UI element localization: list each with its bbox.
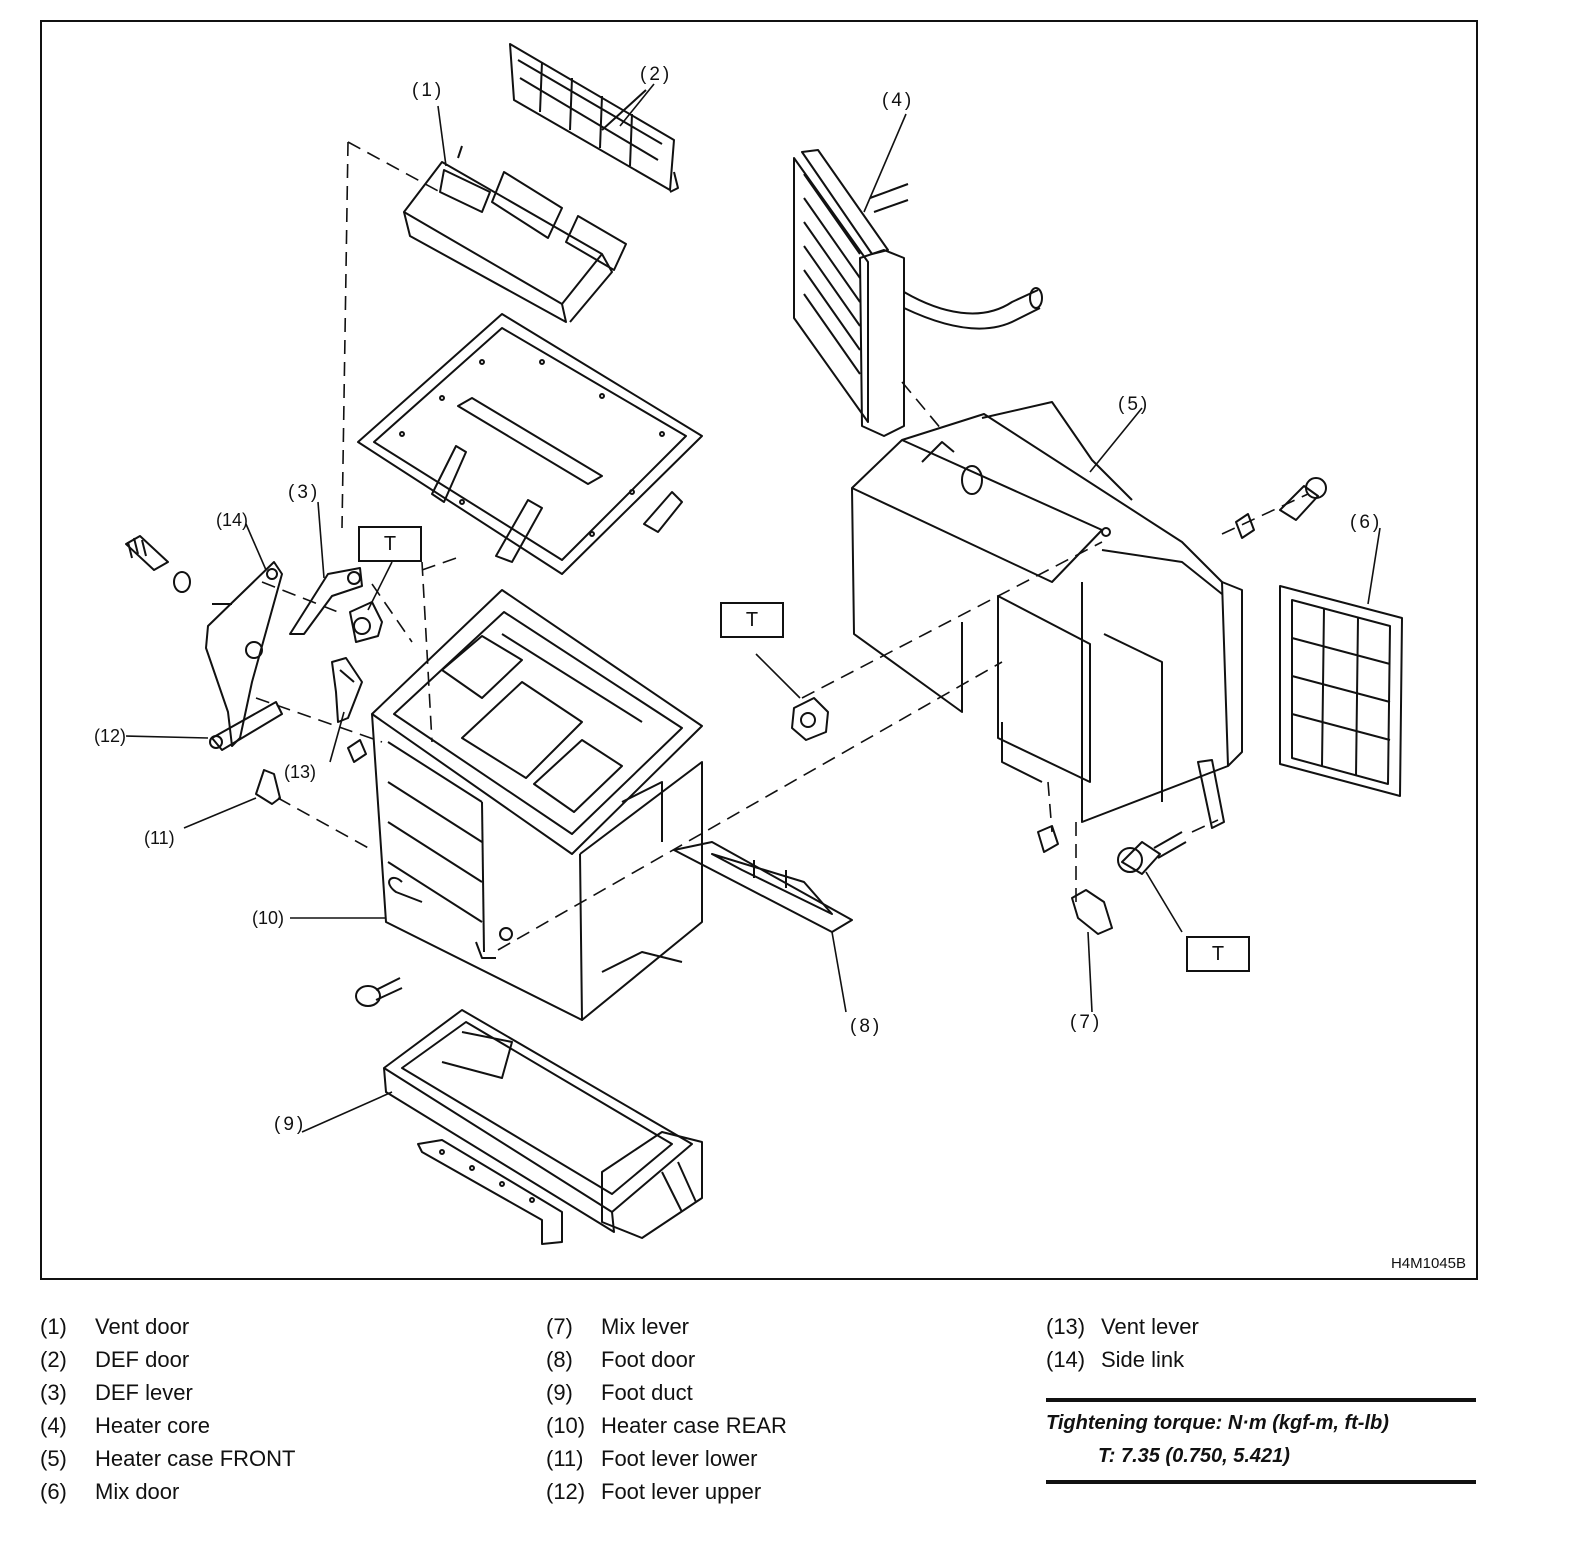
bolt-left bbox=[125, 535, 191, 593]
legend-label: Foot lever upper bbox=[601, 1478, 762, 1504]
legend-num: (14) bbox=[1046, 1346, 1086, 1372]
callout-14: (14) bbox=[216, 510, 249, 530]
legend-column-1: (1) Vent door (2) DEF door (3) DEF lever (4… bbox=[40, 1310, 296, 1508]
vent-lever-part bbox=[331, 657, 363, 723]
legend-column-3: (13) Vent lever (14) Side link bbox=[1046, 1310, 1199, 1376]
legend-num: (4) bbox=[40, 1412, 67, 1438]
heater-core-part bbox=[793, 149, 1043, 437]
legend-item: (4) Heater core bbox=[40, 1409, 296, 1442]
legend-label: Heater case REAR bbox=[601, 1412, 787, 1438]
callout-6: (6) bbox=[1350, 512, 1383, 533]
bolt-right-top bbox=[1235, 477, 1327, 539]
def-lever-part bbox=[289, 567, 363, 635]
side-link-part bbox=[205, 561, 283, 747]
foot-lever-upper-part bbox=[209, 701, 283, 751]
top-rule bbox=[1046, 1398, 1476, 1402]
bolt-right-lower bbox=[1117, 831, 1187, 875]
legend-label: Vent lever bbox=[1101, 1313, 1199, 1339]
legend-column-2: (7) Mix lever (8) Foot door (9) Foot duct (… bbox=[546, 1310, 787, 1508]
diagram-drawing bbox=[125, 43, 1403, 1245]
legend-label: DEF lever bbox=[95, 1379, 193, 1405]
legend-num: (7) bbox=[546, 1313, 573, 1339]
legend-item: (13) Vent lever bbox=[1046, 1310, 1199, 1343]
nut-part bbox=[349, 601, 383, 643]
bottom-rule bbox=[1046, 1480, 1476, 1484]
heater-case-front-part bbox=[851, 401, 1243, 823]
legend-num: (12) bbox=[546, 1478, 586, 1504]
callout-2: (2) bbox=[640, 64, 673, 85]
nut-middle-part bbox=[791, 697, 829, 741]
torque-value: T: 7.35 (0.750, 5.421) bbox=[1098, 1445, 1290, 1467]
legend-num: (8) bbox=[546, 1346, 573, 1372]
foot-duct-part bbox=[383, 1009, 703, 1245]
torque-mark-right: T bbox=[1186, 936, 1250, 972]
foot-door-part bbox=[673, 841, 853, 933]
mix-lever-part bbox=[1071, 889, 1113, 935]
legend-label: Vent door bbox=[95, 1313, 190, 1339]
legend-item: (12) Foot lever upper bbox=[546, 1475, 787, 1508]
mix-door-part bbox=[1279, 585, 1403, 797]
callout-3: (3) bbox=[288, 482, 321, 503]
legend-item: (11) Foot lever lower bbox=[546, 1442, 787, 1475]
callout-9: (9) bbox=[274, 1114, 307, 1135]
callout-5: (5) bbox=[1118, 394, 1151, 415]
legend-item: (14) Side link bbox=[1046, 1343, 1199, 1376]
screw-part bbox=[355, 977, 403, 1007]
clip-part bbox=[347, 739, 367, 763]
leader-lines bbox=[125, 83, 1381, 1133]
clip-right-part bbox=[1037, 825, 1059, 853]
bracket-right-part bbox=[1197, 759, 1225, 829]
foot-lever-lower-part bbox=[255, 769, 281, 805]
legend-num: (3) bbox=[40, 1379, 67, 1405]
legend-num: (1) bbox=[40, 1313, 67, 1339]
legend-item: (5) Heater case FRONT bbox=[40, 1442, 296, 1475]
legend-label: DEF door bbox=[95, 1346, 190, 1372]
legend-item: (7) Mix lever bbox=[546, 1310, 787, 1343]
legend-item: (8) Foot door bbox=[546, 1343, 787, 1376]
figure-id: H4M1045B bbox=[1390, 1255, 1466, 1272]
heater-case-rear-part bbox=[371, 589, 703, 1021]
gasket-frame bbox=[357, 313, 703, 575]
legend-label: Foot door bbox=[601, 1346, 696, 1372]
callout-10: (10) bbox=[252, 908, 285, 928]
legend-label: Heater case FRONT bbox=[95, 1445, 296, 1471]
legend-item: (2) DEF door bbox=[40, 1343, 296, 1376]
legend-item: (10) Heater case REAR bbox=[546, 1409, 787, 1442]
torque-heading: Tightening torque: N·m (kgf-m, ft-lb) bbox=[1046, 1412, 1389, 1434]
callout-12: (12) bbox=[94, 726, 127, 746]
legend-num: (9) bbox=[546, 1379, 573, 1405]
legend-label: Foot duct bbox=[601, 1379, 693, 1405]
callout-13: (13) bbox=[284, 762, 317, 782]
legend-label: Heater core bbox=[95, 1412, 210, 1438]
legend-num: (2) bbox=[40, 1346, 67, 1372]
callout-7: (7) bbox=[1070, 1012, 1103, 1033]
legend-label: Mix door bbox=[95, 1478, 180, 1504]
legend-num: (5) bbox=[40, 1445, 67, 1471]
legend-num: (13) bbox=[1046, 1313, 1086, 1339]
legend-label: Foot lever lower bbox=[601, 1445, 758, 1471]
torque-spec: Tightening torque: N·m (kgf-m, ft-lb) T:… bbox=[1046, 1398, 1476, 1484]
legend-num: (11) bbox=[546, 1445, 584, 1471]
callout-8: (8) bbox=[850, 1016, 883, 1037]
legend-item: (3) DEF lever bbox=[40, 1376, 296, 1409]
legend-num: (6) bbox=[40, 1478, 67, 1504]
torque-mark-middle: T bbox=[720, 602, 784, 638]
exploded-diagram: (1) (2) (4) (5) (6) (3) (14) (12) (13) (… bbox=[40, 20, 1478, 1280]
legend-label: Side link bbox=[1101, 1346, 1185, 1372]
callout-1: (1) bbox=[412, 80, 445, 101]
legend-item: (9) Foot duct bbox=[546, 1376, 787, 1409]
def-door-part bbox=[509, 43, 679, 193]
torque-mark-left: T bbox=[358, 526, 422, 562]
legend-item: (6) Mix door bbox=[40, 1475, 296, 1508]
vent-door-part bbox=[403, 145, 627, 323]
callout-11: (11) bbox=[144, 828, 175, 848]
legend-item: (1) Vent door bbox=[40, 1310, 296, 1343]
legend-num: (10) bbox=[546, 1412, 586, 1438]
legend-label: Mix lever bbox=[601, 1313, 690, 1339]
callout-3-label: (4) bbox=[882, 90, 915, 111]
